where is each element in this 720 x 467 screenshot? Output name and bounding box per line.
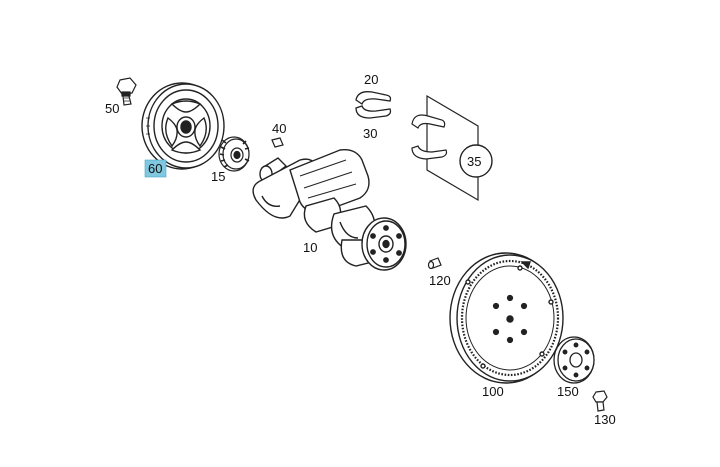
bearing-shell-20-drawing [355,91,392,106]
part-label-35[interactable]: 35 [467,154,481,169]
bolt-50-drawing [116,77,137,106]
thrust-washer-35-drawing [411,94,493,202]
plate-150-drawing [553,336,595,384]
dowel-pin-120-drawing [427,257,442,270]
key-40-drawing [271,137,284,148]
part-label-100[interactable]: 100 [482,384,504,399]
part-label-20[interactable]: 20 [364,72,378,87]
flywheel-100-drawing [449,252,564,384]
sprocket-15-drawing [218,136,250,172]
part-label-60[interactable]: 60 [148,161,162,176]
part-label-130[interactable]: 130 [594,412,616,427]
part-label-30[interactable]: 30 [363,126,377,141]
crankshaft-10-drawing [252,149,407,271]
part-label-120[interactable]: 120 [429,273,451,288]
pulley-60-drawing [141,82,225,170]
part-label-50[interactable]: 50 [105,101,119,116]
part-label-10[interactable]: 10 [303,240,317,255]
highlight-box-60 [144,159,167,178]
part-label-15[interactable]: 15 [211,169,225,184]
part-label-150[interactable]: 150 [557,384,579,399]
part-label-40[interactable]: 40 [272,121,286,136]
bolt-130-drawing [592,390,608,412]
bearing-shell-30-drawing [355,105,392,119]
